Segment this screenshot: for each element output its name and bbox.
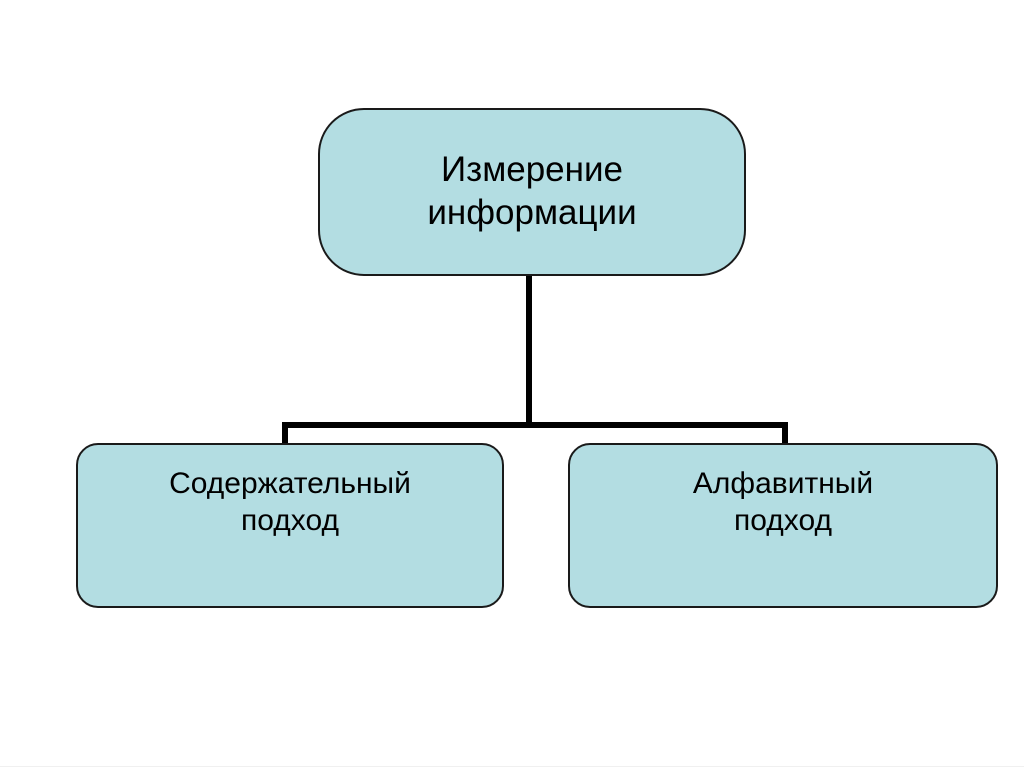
connector-horizontal-bus — [282, 422, 788, 428]
node-child-left-label: Содержательный подход — [169, 467, 411, 537]
node-root[interactable]: Измерение информации — [318, 108, 746, 276]
connector-drop-right — [782, 422, 788, 446]
node-child-alfavitnyy-podhod[interactable]: Алфавитный подход — [568, 443, 998, 608]
node-root-label: Измерение информации — [427, 150, 637, 232]
connector-drop-left — [282, 422, 288, 446]
connector-root-stem — [526, 272, 532, 428]
node-child-soderzhatelnyy-podhod[interactable]: Содержательный подход — [76, 443, 504, 608]
node-child-right-label: Алфавитный подход — [692, 467, 874, 537]
